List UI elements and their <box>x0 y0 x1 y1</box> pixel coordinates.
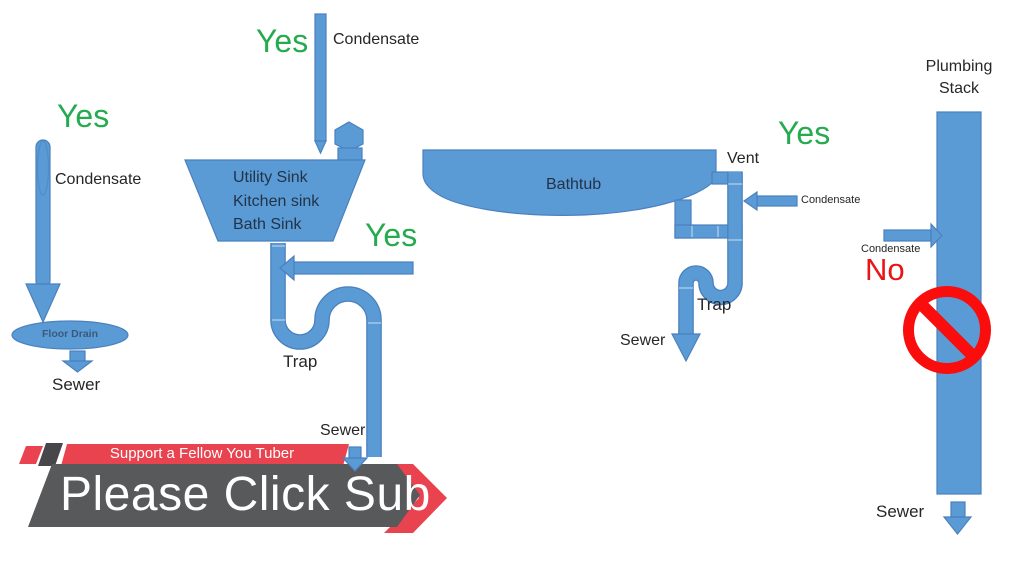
plumbing-stack-title: Plumbing Stack <box>910 56 1008 100</box>
prohibition-icon-ring <box>903 286 991 374</box>
sink-label-line3: Bath Sink <box>233 216 302 233</box>
drain-sewer-arrow-shaft <box>69 350 86 362</box>
condensate-drop-icon <box>36 140 50 196</box>
stack-condensate-arrow-head <box>930 222 943 249</box>
bathtub-shape <box>422 149 717 216</box>
bathtub-diagram <box>422 149 798 363</box>
sewer-label-stack: Sewer <box>876 502 925 521</box>
vent-label: Vent <box>727 150 760 167</box>
trap-label-sink: Trap <box>283 352 318 371</box>
banner-body <box>28 464 420 527</box>
prohibition-icon-slash <box>916 299 978 361</box>
banner-accent-dark <box>38 443 63 466</box>
condensate-label-sink: Condensate <box>333 31 420 48</box>
tub-condensate-arrow-head <box>742 190 758 212</box>
vent-trap-pipe <box>679 172 742 334</box>
stack-title-line1: Plumbing <box>925 58 993 75</box>
drain-sewer-arrow-head <box>61 360 94 373</box>
yes-label-floor-drain: Yes <box>57 98 110 134</box>
banner-support-text: Support a Fellow You Tuber <box>109 445 295 462</box>
banner-main-text: Please Click Sub <box>60 468 431 521</box>
banner-accent-red <box>19 446 43 464</box>
bathtub-label: Bathtub <box>546 176 602 193</box>
faucet-hexagon-icon <box>334 121 364 152</box>
sink-basin <box>184 159 366 242</box>
tub-sewer-arrow-head <box>671 333 701 363</box>
floor-drain-label: Floor Drain <box>41 328 98 340</box>
no-label-stack: No <box>865 252 905 287</box>
faucet-base <box>337 147 363 162</box>
sewer-label-sink: Sewer <box>320 422 366 439</box>
stack-sewer-arrow-head <box>942 516 973 535</box>
pipe-seams <box>272 183 742 324</box>
banner-support-strip <box>61 444 349 466</box>
subscribe-banner <box>19 443 447 533</box>
sink-label-line1: Utility Sink <box>233 169 308 186</box>
sink-label-line2: Kitchen sink <box>233 192 320 210</box>
condensate-label-stack: Condensate <box>861 243 921 255</box>
floor-drain-diagram <box>11 139 129 373</box>
condensate-arrow-head <box>25 283 61 324</box>
sink-basin-label: Utility Sink Kitchen sink Bath Sink <box>233 166 319 237</box>
banner-chevron-icon <box>384 464 447 533</box>
sink-diagram <box>184 13 414 472</box>
floor-drain-ellipse <box>11 320 129 350</box>
sink-side-condensate-arrow-head <box>279 254 295 282</box>
stack-sewer-arrow-shaft <box>950 501 966 518</box>
yes-label-bathtub: Yes <box>778 115 831 151</box>
sink-sewer-arrow-head <box>341 457 369 472</box>
condensate-label-bathtub: Condensate <box>801 194 861 206</box>
sewer-label-floor-drain: Sewer <box>52 375 101 394</box>
sink-side-condensate-pipe <box>293 261 414 275</box>
yes-label-sink-side: Yes <box>365 217 418 253</box>
stack-diagram <box>883 111 991 535</box>
sink-condensate-pipe-tip <box>314 140 327 155</box>
tub-condensate-arrow-body <box>756 195 798 207</box>
stack-condensate-arrow-body <box>883 229 932 242</box>
yes-label-sink-top: Yes <box>256 23 309 59</box>
sink-trap-pipe <box>271 243 381 457</box>
sewer-label-bathtub: Sewer <box>620 332 666 349</box>
condensate-label-floor-drain: Condensate <box>55 171 142 188</box>
sink-condensate-pipe <box>314 13 327 142</box>
sink-sewer-arrow-shaft <box>348 446 362 459</box>
stack-title-line2: Stack <box>938 80 979 97</box>
trap-label-bathtub: Trap <box>697 295 732 314</box>
